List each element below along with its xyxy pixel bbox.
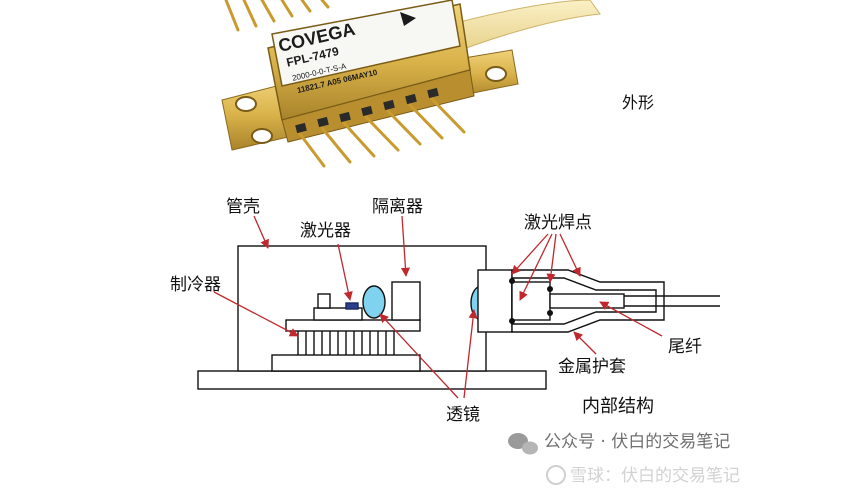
- pin-insulators: [295, 87, 439, 134]
- label-cooler: 制冷器: [170, 275, 221, 295]
- arrow-housing: [253, 215, 269, 249]
- arrow-lens-1: [379, 313, 459, 399]
- label-isolator: 隔离器: [372, 197, 423, 217]
- arrow-cooler: [213, 291, 299, 337]
- logo-triangle-icon: [400, 12, 416, 26]
- laser-chip: [345, 302, 359, 310]
- wechat-watermark-text: 公众号 · 伏白的交易笔记: [544, 432, 730, 452]
- package-body-front: [281, 69, 475, 143]
- xueqiu-watermark-text: 雪球：伏白的交易笔记: [570, 466, 740, 486]
- arrow-weld-1: [511, 233, 549, 275]
- cooler-bottom-plate: [271, 354, 421, 372]
- ferrule-outer: [477, 269, 513, 333]
- arrow-isolator: [400, 215, 410, 277]
- cooler-top-plate: [285, 319, 421, 332]
- isolator-block: [391, 281, 421, 321]
- arrow-laser: [337, 243, 353, 301]
- mount-hole-3: [485, 66, 507, 82]
- weld-dots: [509, 278, 553, 324]
- annotation-arrows: [213, 215, 663, 399]
- fiber-pigtail-photo: [429, 0, 601, 59]
- xueqiu-watermark: 雪球：伏白的交易笔记: [546, 465, 740, 486]
- arrow-pigtail: [599, 301, 663, 337]
- label-internal-structure: 内部结构: [582, 396, 654, 417]
- label-exterior: 外形: [622, 93, 654, 112]
- wechat-icon: [508, 433, 538, 455]
- xueqiu-icon: [546, 465, 566, 485]
- laser-package-photo: COVEGA FPL-7479 2000-0-0-T-S-A 11821.7 A…: [221, 0, 601, 168]
- label-plate: [271, 0, 461, 87]
- bottom-pins: [298, 97, 466, 168]
- fiber-core-holder: [549, 293, 625, 309]
- submount: [313, 307, 363, 321]
- arrow-weld-2: [519, 233, 553, 301]
- wechat-watermark: 公众号 · 伏白的交易笔记: [508, 432, 730, 455]
- cooler-fins: [297, 331, 395, 355]
- mount-hole-2: [251, 128, 273, 144]
- arrow-weld-4: [559, 233, 581, 277]
- laser-mount-block: [317, 293, 331, 309]
- internal-structure-diagram: [197, 245, 720, 390]
- arrow-weld-3: [546, 233, 557, 283]
- mount-hole-1: [235, 96, 257, 112]
- label-housing: 管壳: [226, 197, 260, 217]
- ferrule-inner: [511, 281, 551, 321]
- top-pins: [224, 0, 330, 32]
- arrow-sleeve: [573, 331, 597, 355]
- lens-inner: [362, 285, 386, 319]
- arrow-lens-2: [463, 309, 478, 399]
- label-lens: 透镜: [446, 405, 480, 425]
- label-laser: 激光器: [300, 221, 351, 241]
- base-plate: [197, 370, 547, 390]
- label-pigtail: 尾纤: [668, 337, 702, 357]
- label-weld-points: 激光焊点: [524, 213, 592, 233]
- label-metal-sleeve: 金属护套: [558, 357, 626, 377]
